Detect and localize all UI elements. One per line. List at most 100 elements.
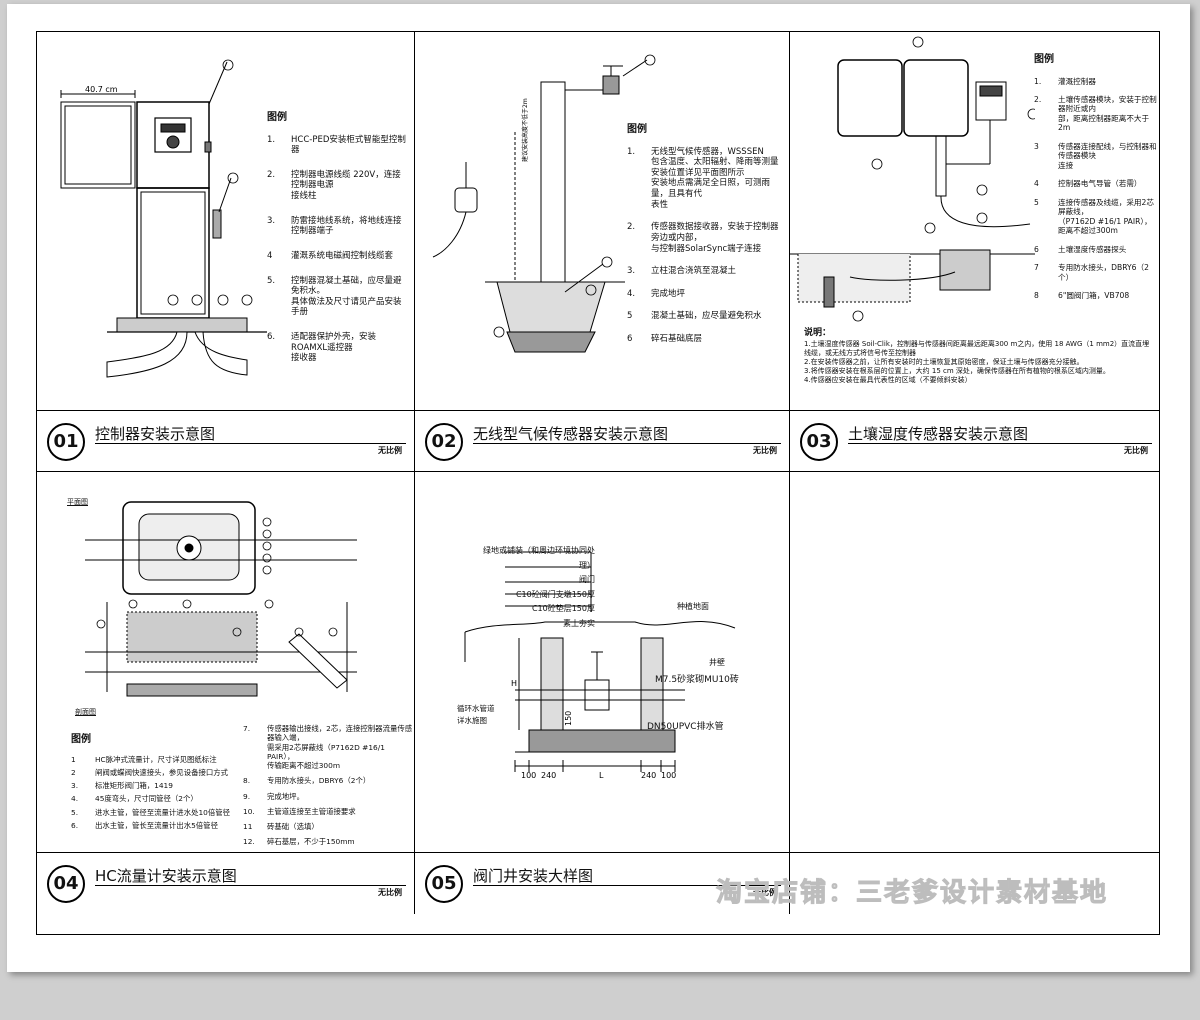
legend-item: 1. 灌溉控制器 <box>1034 77 1158 86</box>
panel-title: HC流量计安装示意图 <box>95 867 237 885</box>
legend-item-number: 5. <box>71 807 79 817</box>
legend-item-number: 7 <box>1034 263 1039 273</box>
dim-2: 240 <box>541 771 556 780</box>
legend-item-text: 土壤传感器模块，安装于控制器附近或内 部，距离控制器距离不大于2m <box>1058 94 1157 133</box>
dim-3: L <box>599 771 604 780</box>
scale-label: 无比例 <box>753 888 777 897</box>
legend-04-right: 7. 传感器输出接线，2芯，连接控制器流量传感器输入端， 需采用2芯屏蔽线（P71… <box>243 724 413 853</box>
legend-item-text: 传感器输出接线，2芯，连接控制器流量传感器输入端， 需采用2芯屏蔽线（P7162… <box>267 724 413 770</box>
legend-item-number: 2. <box>627 222 636 233</box>
circulation-pipe-label: 循环水管道 <box>457 704 495 713</box>
legend-item-number: 3 <box>1034 141 1039 151</box>
legend-item-text: 灌溉控制器 <box>1058 76 1096 86</box>
legend-item-number: 1. <box>267 134 276 145</box>
legend-02: 图例 1.无线型气候传感器，WSSSEN 包含温度、太阳辐射、降雨等测量 安装位… <box>627 124 785 357</box>
legend-item-text: 控制器混凝土基础，应尽量避免积水。 具体做法及尺寸请见产品安装手册 <box>291 275 402 318</box>
scale-label: 无比例 <box>1124 446 1148 455</box>
legend-item: 6.适配器保护外壳，安装ROAMXL遥控器 接收器 <box>267 332 409 364</box>
legend-item: 4 灌溉系统电磁阀控制线缆套 <box>267 251 409 262</box>
legend-item-number: 12. <box>243 837 255 847</box>
legend-item-text: 标准矩形阀门箱，1419 <box>95 781 173 790</box>
legend-item-number: 8. <box>243 776 251 786</box>
legend-item-number: 6 <box>1034 244 1039 254</box>
legend-item-text: 闸阀或蝶阀快速接头，参见设备接口方式 <box>95 767 229 777</box>
dim-4: 240 <box>641 771 656 780</box>
legend-item-number: 1. <box>1034 76 1042 86</box>
drawing-frame <box>36 31 1160 935</box>
legend-item-text: 灌溉系统电磁阀控制线缆套 <box>291 250 394 261</box>
legend-item-text: 专用防水接头，DBRY6（2个） <box>267 776 371 786</box>
legend-item-number: 3. <box>267 215 276 226</box>
legend-item: 5.控制器混凝土基础，应尽量避免积水。 具体做法及尺寸请见产品安装手册 <box>267 276 409 319</box>
legend-item-number: 4 <box>267 250 273 261</box>
panel-title: 控制器安装示意图 <box>95 425 216 443</box>
legend-item-text: 完成地坪 <box>651 288 686 299</box>
section-view-label: 剖面图 <box>75 708 96 716</box>
note-line: 3.将传感器安装在根系层的位置上，大约 15 cm 深处，确保传感器在所有植物的… <box>804 366 1110 375</box>
legend-item-number: 1 <box>71 754 76 764</box>
legend-item: 4.45度弯头，尺寸同管径（2个） <box>71 794 251 803</box>
legend-item-number: 11 <box>243 822 253 831</box>
panel-number: 04 <box>47 865 85 903</box>
height-label: H <box>511 679 517 688</box>
legend-item: 6.出水主管，管长至流量计出水5倍管径 <box>71 821 251 830</box>
legend-item: 2.控制器电源线缆 220V，连接控制器电源 接线柱 <box>267 170 409 202</box>
legend-03: 图例 1. 灌溉控制器 2.土壤传感器模块，安装于控制器附近或内 部，距离控制器距离… <box>1034 54 1158 310</box>
legend-item-text: 碎石基层，不少于150mm <box>267 837 355 847</box>
legend-item: 3.标准矩形阀门箱，1419 <box>71 781 251 790</box>
legend-item-text: 6"圆阀门箱，VB708 <box>1058 291 1130 301</box>
panel-number: 05 <box>425 865 463 903</box>
legend-item-number: 9. <box>243 791 251 801</box>
note-line: 4.传感器应安装在最具代表性的区域（不要倾斜安装） <box>804 376 972 385</box>
depth-150: 150 <box>564 711 573 726</box>
legend-item-number: 5 <box>627 311 633 322</box>
legend-item: 4. 完成地坪 <box>627 289 785 300</box>
legend-item-number: 6. <box>71 820 79 830</box>
panel-06-empty <box>790 472 1160 914</box>
legend-item: 8. 专用防水接头，DBRY6（2个） <box>243 776 413 785</box>
mortar-label: M7.5砂浆砌MU10砖 <box>655 675 739 685</box>
drawing-sheet <box>7 4 1190 972</box>
planting-surface: 种植地面 <box>677 602 709 611</box>
scale-label: 无比例 <box>753 446 777 455</box>
legend-item-text: 连接传感器及线缆，采用2芯屏蔽线， （P7162D #16/1 PAIR）， 距… <box>1058 197 1154 236</box>
legend-item-number: 4. <box>627 288 636 299</box>
legend-item-number: 2 <box>71 767 76 777</box>
legend-item-number: 8 <box>1034 291 1039 301</box>
title-bar-01: 01 控制器安装示意图 无比例 <box>37 410 414 471</box>
legend-title: 图例 <box>627 124 647 135</box>
note-line: 1.土壤湿度传感器 Soil-Clik，控制器与传感器间距离最远距离300 m之… <box>804 339 1150 357</box>
notes-title: 说明： <box>804 328 832 338</box>
legend-title: 图例 <box>1034 54 1054 65</box>
legend-title: 图例 <box>71 734 91 745</box>
legend-item: 2 闸阀或蝶阀快速接头，参见设备接口方式 <box>71 768 251 777</box>
legend-item-text: 控制器电源线缆 220V，连接控制器电源 接线柱 <box>291 169 401 201</box>
panel-05: 100 240 L 240 100 H 150 绿地或铺装（和周边环境协同处理）… <box>415 472 790 914</box>
drain-pipe-label: DN50UPVC排水管 <box>647 722 724 732</box>
title-bar-04: 04 HC流量计安装示意图 无比例 <box>37 852 414 914</box>
dim-5: 100 <box>661 771 676 780</box>
watermark-text: 淘宝店铺：三老爹设计素材基地 <box>715 878 1109 909</box>
legend-item: 3.立柱混合浇筑至混凝土 <box>627 266 785 277</box>
legend-item-text: 无线型气候传感器，WSSSEN 包含温度、太阳辐射、降雨等测量 安装位置详见平面… <box>651 146 779 210</box>
circulation-pipe-ref: 详水施图 <box>457 716 487 725</box>
legend-item-number: 4 <box>1034 179 1039 189</box>
legend-item: 1. HCC-PED安装柜式智能型控制器 <box>267 135 409 156</box>
legend-item-text: HCC-PED安装柜式智能型控制器 <box>291 134 406 156</box>
legend-item-number: 7. <box>243 724 251 733</box>
legend-item: 2.土壤传感器模块，安装于控制器附近或内 部，距离控制器距离不大于2m <box>1034 95 1158 133</box>
pole-height-note: 建议安装高度不低于2m <box>521 98 529 162</box>
legend-item-text: 碎石基础底层 <box>651 334 703 344</box>
plan-view-label: 平面图 <box>67 498 88 506</box>
legend-item-text: 立柱混合浇筑至混凝土 <box>651 266 737 277</box>
title-bar-05: 05 阀门井安装大样图 无比例 <box>415 852 789 914</box>
